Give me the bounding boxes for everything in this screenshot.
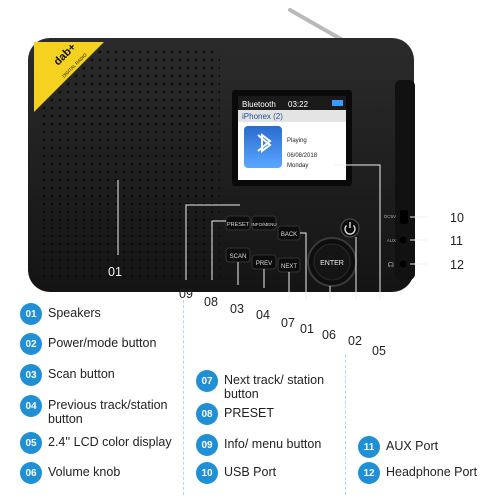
callout-07: 07 <box>281 316 295 330</box>
legend-label: Speakers <box>48 306 101 320</box>
separator-right <box>345 355 346 495</box>
legend-label: Power/mode button <box>48 336 157 350</box>
legend-number: 12 <box>358 462 380 484</box>
headphone-port <box>399 260 407 268</box>
scan-button-label: SCAN <box>230 254 247 260</box>
usb-port <box>400 210 408 224</box>
callout-lines <box>117 164 428 300</box>
callout-12: 12 <box>450 258 464 272</box>
legend-label: Headphone Port <box>386 465 478 479</box>
lcd-time: 03:22 <box>288 100 309 109</box>
legend-label: Next track/ station button <box>224 373 325 401</box>
legend-label: Info/ menu button <box>224 437 322 451</box>
legend-item: 10 USB Port <box>196 462 276 484</box>
legend-item: 01 Speakers <box>20 303 101 325</box>
legend-item: 09 Info/ menu button <box>196 434 321 456</box>
speaker-grille <box>42 50 220 280</box>
next-button-label: NEXT <box>281 264 297 270</box>
battery-icon <box>332 100 343 106</box>
callout-01-speakers: 01 <box>108 265 122 279</box>
legend-number: 04 <box>20 395 42 417</box>
callout-10: 10 <box>450 211 464 225</box>
info-menu-button-label: INFO/MENU <box>251 222 276 227</box>
legend-item: 11 AUX Port <box>358 436 438 458</box>
lcd-device: iPhonex (2) <box>242 112 283 121</box>
bluetooth-icon <box>257 133 272 153</box>
back-button-label: BACK <box>281 232 297 238</box>
preset-button[interactable] <box>225 215 251 231</box>
callout-04: 04 <box>256 308 270 322</box>
callout-03: 03 <box>230 302 244 316</box>
callout-11: 11 <box>450 234 463 248</box>
legend-number: 01 <box>20 303 42 325</box>
legend-number: 03 <box>20 364 42 386</box>
enter-button-label: ENTER <box>320 260 344 267</box>
aux-port-label: AUX <box>387 238 396 243</box>
callout-01-right: 01 <box>300 322 314 336</box>
legend-number: 09 <box>196 434 218 456</box>
legend-item: 06 Volume knob <box>20 462 120 484</box>
legend-label: PRESET <box>224 406 275 420</box>
legend-number: 10 <box>196 462 218 484</box>
callout-02: 02 <box>348 334 362 348</box>
legend-number: 06 <box>20 462 42 484</box>
legend-label: AUX Port <box>386 439 439 453</box>
legend-item: 12 Headphone Port <box>358 462 477 484</box>
callout-09: 09 <box>179 287 193 301</box>
legend-number: 05 <box>20 432 42 454</box>
legend-item: 02 Power/mode button <box>20 333 156 355</box>
legend-item: 03 Scan button <box>20 364 115 386</box>
preset-button-label: PRESET <box>227 222 250 228</box>
legend-label: Volume knob <box>48 465 121 479</box>
legend-number: 02 <box>20 333 42 355</box>
headphone-icon: ☊ <box>388 261 394 269</box>
lcd-day: Monday <box>287 163 308 169</box>
legend-number: 07 <box>196 370 218 392</box>
radio-illustration: dab+ DIGITAL RADIO Bluetooth 03:22 iPhon… <box>28 8 428 300</box>
dab-badge <box>34 42 104 112</box>
legend-label: Scan button <box>48 367 115 381</box>
legend-number: 11 <box>358 436 380 458</box>
legend-item: 07 Next track/ station button <box>196 370 346 401</box>
info-menu-button[interactable] <box>251 215 277 231</box>
callout-06: 06 <box>322 328 336 342</box>
legend-label: Previous track/station button <box>48 398 168 426</box>
legend-item: 05 2.4'' LCD color display <box>20 432 172 454</box>
lcd-status: Playing <box>287 138 307 144</box>
lcd-date: 06/08/2018 <box>287 153 318 159</box>
lcd-source: Bluetooth <box>242 100 276 109</box>
usb-port-label: DC5V <box>384 214 396 219</box>
callout-08: 08 <box>204 295 218 309</box>
legend-number: 08 <box>196 403 218 425</box>
separator-left <box>183 300 184 495</box>
aux-port <box>399 236 407 244</box>
legend-label: 2.4'' LCD color display <box>48 435 172 449</box>
power-icon <box>344 225 356 235</box>
prev-button-label: PREV <box>256 261 272 267</box>
legend-item: 08 PRESET <box>196 403 274 425</box>
legend-item: 04 Previous track/station button <box>20 395 180 426</box>
callout-05: 05 <box>372 344 386 358</box>
legend-label: USB Port <box>224 465 277 479</box>
